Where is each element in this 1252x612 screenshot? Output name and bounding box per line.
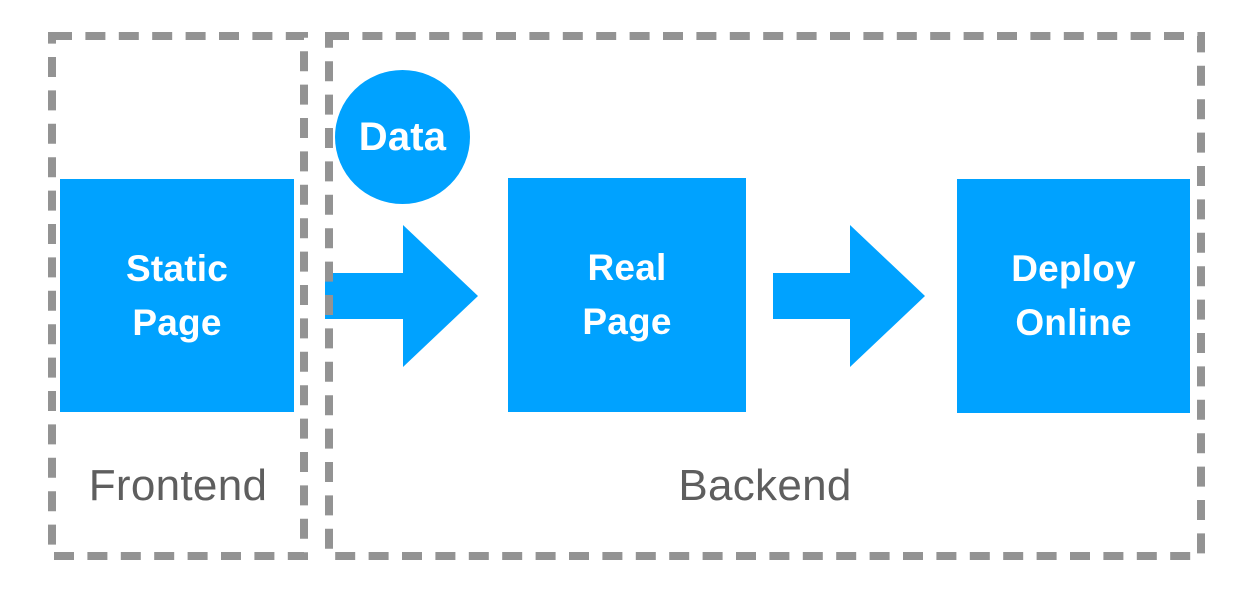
backend-region-label: Backend [678, 461, 852, 510]
node-data: Data [335, 70, 470, 204]
node-real-page: Real Page [508, 178, 746, 412]
node-deploy-online-label-line-1: Deploy [1011, 248, 1136, 290]
node-deploy-online: Deploy Online [957, 179, 1190, 413]
node-deploy-online-label-line-2: Online [1015, 302, 1132, 343]
right-arrow-icon [325, 225, 478, 367]
node-static-page-label-line-1: Static [126, 247, 228, 289]
node-static-page: Static Page [60, 179, 294, 412]
frontend-region-label: Frontend [88, 461, 268, 510]
node-real-page-label-line-2: Page [582, 301, 672, 342]
right-arrow-icon [773, 225, 925, 367]
node-real-page-label-line-1: Real [587, 247, 667, 289]
node-static-page-label-line-2: Page [132, 301, 222, 343]
node-data-label: Data [358, 115, 447, 159]
backend-region-border [325, 32, 1205, 560]
frontend-region-border [48, 32, 308, 560]
